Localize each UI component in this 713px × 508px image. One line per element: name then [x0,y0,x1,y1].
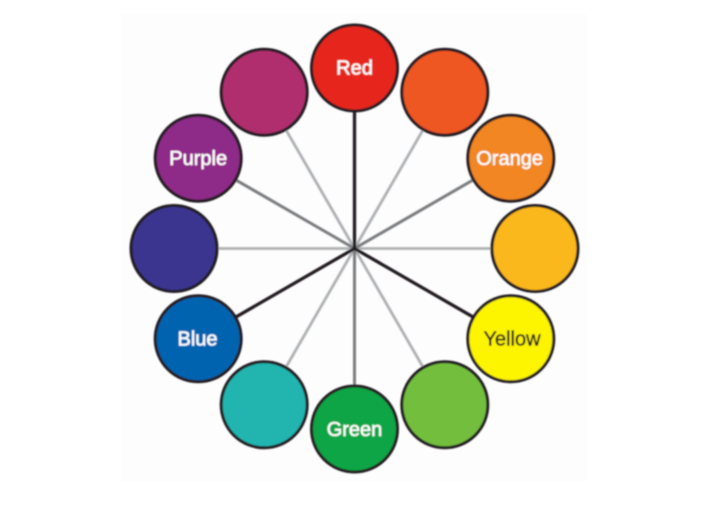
svg-text:Blue: Blue [177,328,217,350]
svg-text:Yellow: Yellow [483,328,541,350]
svg-text:Orange: Orange [476,148,543,170]
svg-text:Purple: Purple [169,148,227,170]
svg-text:Red: Red [336,58,373,80]
svg-text:Green: Green [327,419,383,441]
